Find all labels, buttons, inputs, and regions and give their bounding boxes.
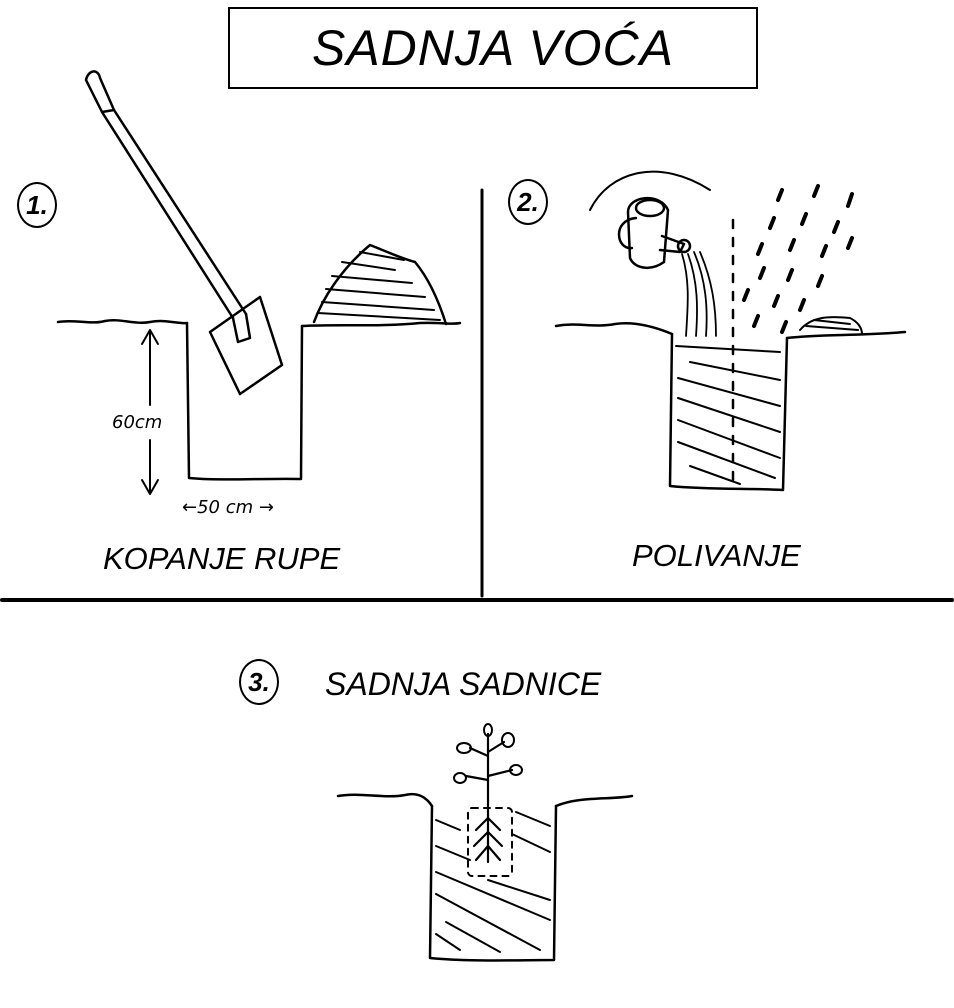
branch-right-low [486,768,514,778]
step-1-caption: KOPANJE RUPE [103,541,341,576]
depth-arrow [141,329,159,495]
depth-label: 60cm [112,412,163,433]
can-rose [676,238,692,254]
can-spout [658,234,686,254]
shovel-blade [208,295,284,396]
ground-line-left [56,319,189,325]
small-mound [799,316,863,335]
dirt-pile [312,243,448,326]
can-opening [634,198,666,218]
shovel [84,70,284,396]
shovel-neck [231,312,252,344]
step-2-caption: POLIVANJE [632,538,801,573]
can-body [626,196,670,270]
shovel-handle-left [100,110,235,320]
dirt-pile-hatching [317,251,441,321]
panel-3-planting [336,723,634,962]
swing-arc [589,170,711,211]
hole-outline [185,321,304,481]
rain-drops [742,184,854,334]
panel-1-digging [56,70,462,495]
watering-can [617,196,692,270]
ground-line-right [300,321,462,328]
root-ball-dashed [467,807,513,877]
can-handle [617,216,638,250]
step-3-number-text: 3. [248,666,270,697]
sapling [453,723,523,864]
soil-hatching [435,811,551,953]
water-stream [681,251,717,337]
ground-line-right-3 [554,794,634,808]
shovel-handle-right [112,108,248,316]
step-3-caption: SADNJA SADNICE [325,666,602,702]
step-2-number-text: 2. [517,186,539,217]
small-mound-hatching [805,319,859,331]
step-3-number: 3. [239,659,279,705]
sapling-roots [472,816,504,862]
title-box: SADNJA VOĆA [228,7,758,89]
step-1-number: 1. [17,182,57,228]
page-title: SADNJA VOĆA [311,20,674,76]
ground-line-right-2 [785,330,907,340]
step-2-number: 2. [508,179,548,225]
ground-line-left-3 [336,792,434,808]
branch-right-top [486,740,506,754]
panel-2-watering [554,170,907,492]
water-hatching [675,345,781,485]
ground-line-left-2 [554,322,674,336]
shovel-handle-grip [84,70,116,114]
step-1-number-text: 1. [26,189,48,220]
sapling-leaves [453,723,523,784]
branch-left-low [464,774,490,782]
hole-outline-3 [428,804,558,962]
branch-left-top [468,746,490,758]
hole-outline-2 [668,332,789,492]
width-label: ←50 cm → [182,497,274,518]
